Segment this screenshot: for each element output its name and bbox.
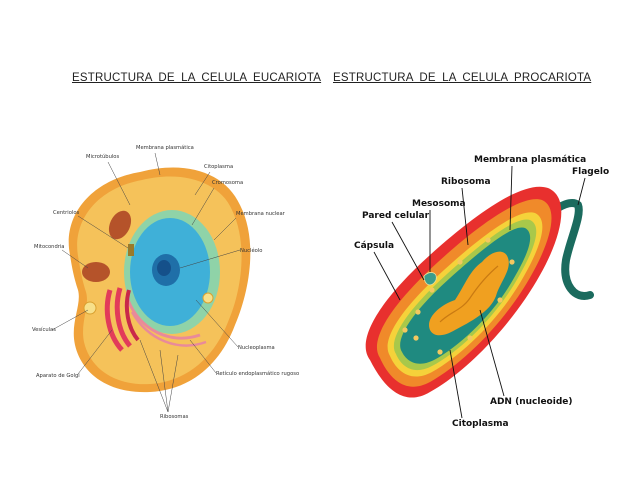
leader-golgi: [77, 329, 113, 375]
label-golgi: Aparato de Golgi: [36, 373, 80, 379]
label-ribosomas: Ribosomas: [160, 414, 189, 420]
label-vesiculas: Vesículas: [32, 326, 56, 333]
leader-membrana-nuclear: [213, 217, 237, 241]
label-mesosoma: Mesosoma: [412, 199, 466, 209]
leader-pared-celular: [391, 221, 425, 281]
label-reticulo: Retículo endoplasmático rugoso: [216, 370, 299, 377]
label-pared-celular: Pared celular: [362, 211, 430, 221]
eukaryote-cell: Microtúbulos Membrana plasmática Citopla…: [32, 144, 299, 420]
label-nucleoplasma: Nucleoplasma: [238, 345, 275, 351]
euk-rough-er-2: [130, 311, 207, 347]
prokaryote-cell: Membrana plasmática Flagelo Ribosoma Mes…: [354, 155, 609, 429]
leader-cromosoma: [191, 187, 215, 226]
pro-mesosome: [423, 272, 437, 286]
label-euk-membrana: Membrana plasmática: [136, 144, 194, 151]
leader-euk-membrana: [154, 152, 161, 176]
leader-pro-membrana: [509, 165, 513, 231]
euk-mitochondrion-2: [82, 262, 110, 282]
leader-flagelo: [577, 177, 586, 206]
leader-nucleolo: [179, 249, 241, 269]
leader-capsula: [373, 251, 401, 301]
label-nucleolo: Nucléolo: [240, 247, 262, 254]
eukaryote-title: ESTRUCTURA DE LA CELULA EUCARIOTA: [72, 72, 322, 84]
leader-centriolos: [77, 215, 129, 249]
euk-nucleolus-core: [157, 260, 171, 276]
label-centriolos: Centriolos: [53, 210, 79, 216]
label-membrana-nuclear: Membrana nuclear: [236, 211, 286, 217]
leader-reticulo: [189, 339, 217, 374]
leader-microtubulos: [107, 161, 131, 206]
label-mitocondria: Mitocondria: [34, 244, 64, 250]
leader-ribosomas: [139, 339, 179, 413]
euk-vesicle-1: [83, 301, 97, 315]
leader-adn: [479, 309, 505, 397]
leader-mitocondria: [61, 249, 89, 269]
label-adn: ADN (nucleoide): [490, 397, 572, 407]
leader-ribosoma: [461, 187, 469, 246]
leader-euk-citoplasma: [194, 171, 211, 196]
prokaryote-title: ESTRUCTURA DE LA CELULA PROCARIOTA: [333, 72, 592, 84]
pro-dna-strand: [439, 265, 499, 323]
leader-pro-citoplasma: [449, 349, 463, 419]
leader-nucleoplasma: [195, 299, 239, 348]
label-cromosoma: Cromosoma: [212, 180, 243, 186]
label-capsula: Cápsula: [354, 241, 394, 251]
pro-flagellum: [544, 199, 594, 300]
euk-golgi: [104, 287, 140, 352]
euk-centriole: [128, 244, 134, 256]
euk-rough-er: [126, 299, 201, 340]
euk-mitochondrion-1: [108, 210, 132, 240]
label-euk-citoplasma: Citoplasma: [204, 164, 233, 170]
label-ribosoma: Ribosoma: [441, 177, 491, 187]
pro-ribosomes: [402, 237, 515, 355]
euk-vesicle-2: [202, 292, 214, 304]
label-pro-citoplasma: Citoplasma: [452, 419, 509, 429]
leader-vesiculas: [51, 309, 89, 331]
label-microtubulos: Microtúbulos: [86, 153, 119, 160]
label-pro-membrana: Membrana plasmática: [474, 155, 586, 165]
label-flagelo: Flagelo: [572, 167, 609, 177]
